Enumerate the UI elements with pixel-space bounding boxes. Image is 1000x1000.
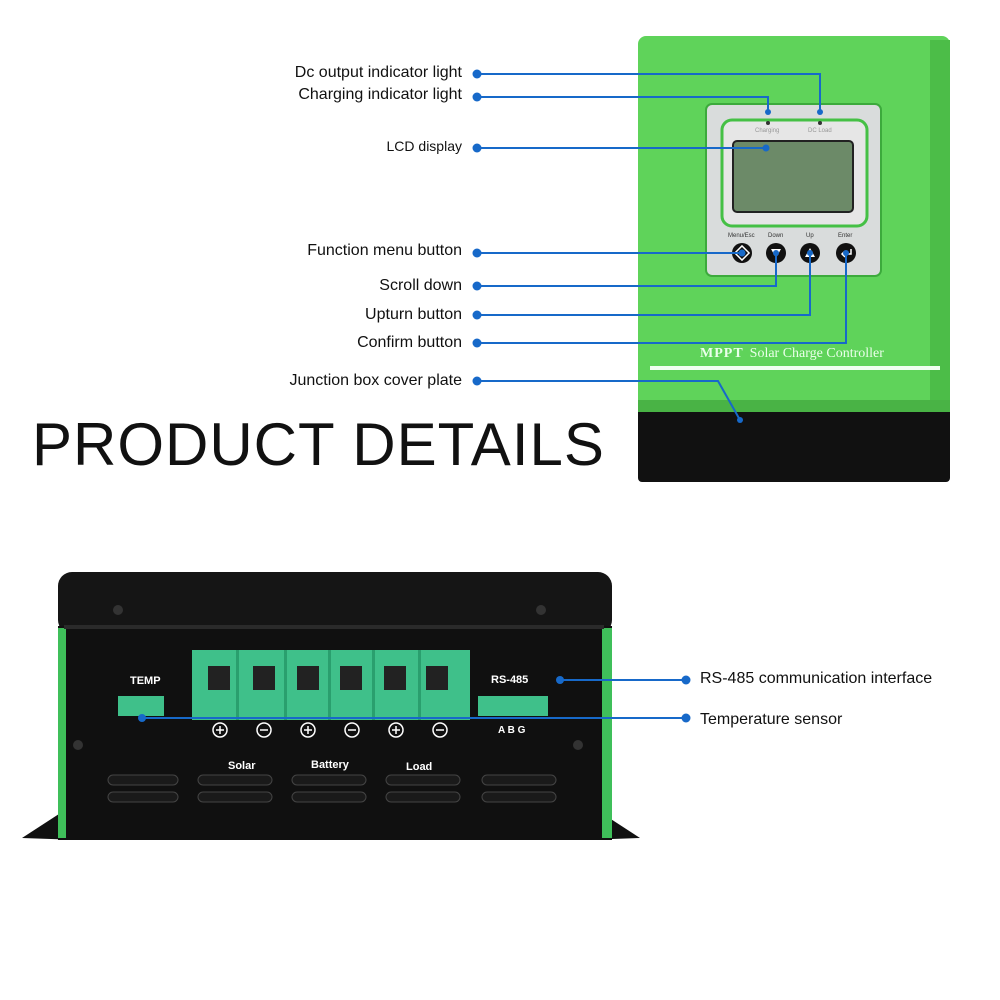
callout-temp-sensor: Temperature sensor	[700, 711, 843, 728]
callout-lcd: LCD display	[386, 138, 462, 154]
callout-charging: Charging indicator light	[298, 86, 462, 103]
callout-function-menu: Function menu button	[307, 242, 462, 259]
product-name: MPPT Solar Charge Controller	[700, 346, 884, 362]
callout-confirm: Confirm button	[357, 334, 462, 351]
led-dc-load-label: DC Load	[808, 128, 832, 134]
page-title: PRODUCT DETAILS	[32, 411, 605, 478]
rs485-label: RS-485	[491, 674, 529, 686]
callout-rs485: RS-485 communication interface	[700, 670, 933, 687]
rs485-pins: A B G	[498, 725, 526, 736]
power-terminal-block	[192, 650, 470, 720]
solar-label: Solar	[228, 760, 256, 772]
front-device	[638, 36, 950, 482]
callout-dots	[138, 69, 849, 723]
brand: MPPT	[700, 346, 744, 361]
temp-label: TEMP	[130, 675, 161, 687]
enter-button-label: Enter	[838, 233, 853, 239]
callout-dc-output: Dc output indicator light	[294, 64, 462, 81]
down-button-label: Down	[768, 233, 784, 239]
callout-scroll-down: Scroll down	[379, 277, 462, 294]
temp-connector	[118, 696, 164, 716]
bottom-device	[22, 572, 640, 840]
callout-junction: Junction box cover plate	[289, 372, 462, 389]
load-label: Load	[406, 761, 433, 773]
menu-button-label: Menu/Esc	[728, 233, 755, 239]
battery-label: Battery	[311, 759, 349, 771]
callout-lines	[142, 73, 847, 719]
up-button-label: Up	[806, 233, 814, 239]
rs485-connector	[478, 696, 548, 716]
led-charging-label: Charging	[755, 128, 780, 134]
product-label: Solar Charge Controller	[749, 346, 884, 361]
lcd-screen	[732, 140, 854, 213]
callout-upturn: Upturn button	[365, 306, 462, 323]
